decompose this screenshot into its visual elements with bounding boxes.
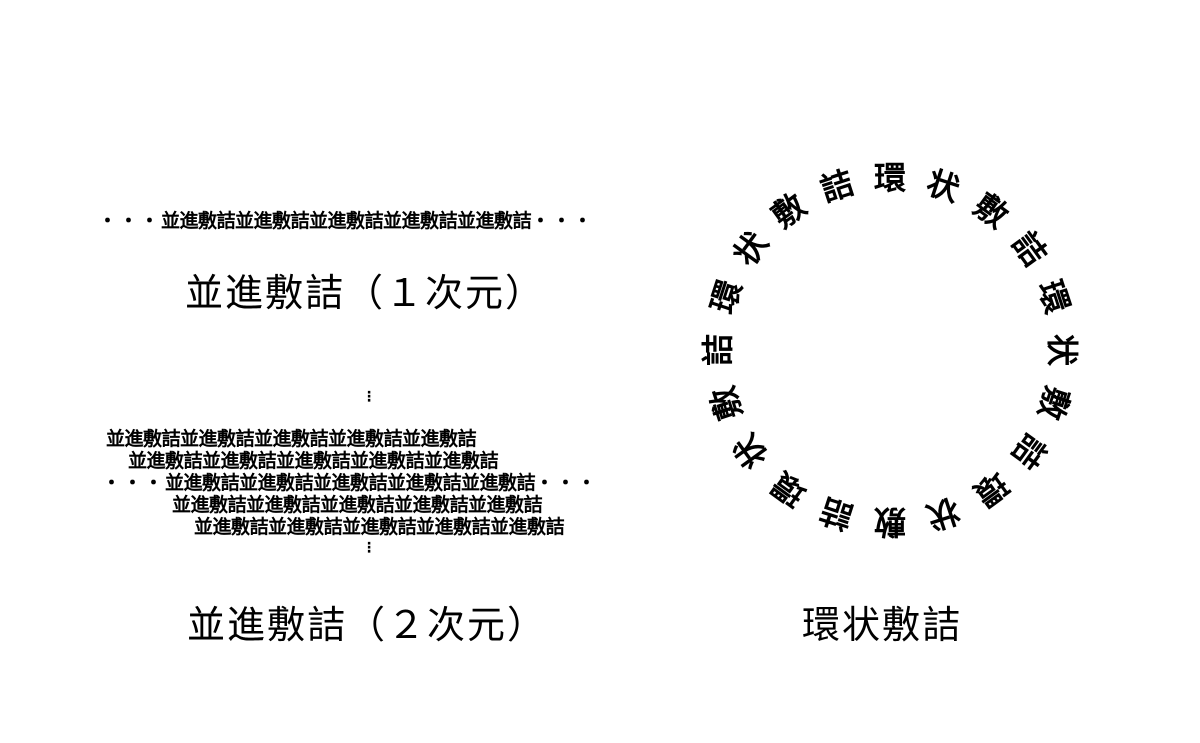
ring-character: 敷 bbox=[1031, 382, 1077, 424]
two-dimensional-tiling-row: 並進敷詰並進敷詰並進敷詰並進敷詰並進敷詰 bbox=[194, 512, 565, 539]
vertical-ellipsis-top: ⋮ bbox=[362, 389, 376, 405]
ring-character: 状 bbox=[726, 224, 776, 273]
ring-character: 環 bbox=[874, 159, 906, 197]
ring-character: 詰 bbox=[1004, 225, 1054, 273]
row-text: 並進敷詰並進敷詰並進敷詰並進敷詰並進敷詰 bbox=[106, 428, 477, 450]
tiling-sequence: 並進敷詰並進敷詰並進敷詰並進敷詰並進敷詰 bbox=[161, 210, 532, 232]
ring-character: 環 bbox=[703, 276, 749, 318]
row-text: 並進敷詰並進敷詰並進敷詰並進敷詰並進敷詰 bbox=[128, 450, 499, 472]
row-prefix: ・・・ bbox=[102, 472, 166, 494]
caption-one-dimensional: 並進敷詰（１次元） bbox=[185, 271, 546, 315]
ring-character: 状 bbox=[921, 491, 964, 537]
row-suffix: ・・・ bbox=[535, 472, 599, 494]
ring-character: 環 bbox=[765, 464, 813, 514]
ring-character: 詰 bbox=[816, 163, 858, 209]
ring-character: 敷 bbox=[967, 186, 1015, 236]
ring-character: 環 bbox=[967, 464, 1015, 514]
vertical-ellipsis-bottom: ⋮ bbox=[362, 540, 376, 556]
ellipsis-left: ・・・ bbox=[98, 210, 162, 232]
ellipsis-right: ・・・ bbox=[531, 210, 595, 232]
ring-character: 敷 bbox=[703, 382, 749, 424]
row-text: 並進敷詰並進敷詰並進敷詰並進敷詰並進敷詰 bbox=[172, 494, 543, 516]
two-dimensional-tiling-row: 並進敷詰並進敷詰並進敷詰並進敷詰並進敷詰 bbox=[106, 424, 477, 451]
ring-character: 状 bbox=[1043, 334, 1081, 367]
caption-ring: 環状敷詰 bbox=[802, 603, 963, 647]
ring-tiling: 環状敷詰環状敷詰環状敷詰環状敷詰環状敷詰 bbox=[699, 159, 1081, 541]
two-dimensional-tiling-row: 並進敷詰並進敷詰並進敷詰並進敷詰並進敷詰 bbox=[128, 446, 499, 473]
ring-character: 詰 bbox=[816, 491, 858, 537]
ring-character: 環 bbox=[1031, 276, 1077, 318]
one-dimensional-tiling-row: ・・・並進敷詰並進敷詰並進敷詰並進敷詰並進敷詰・・・ bbox=[98, 206, 594, 233]
ring-character: 状 bbox=[725, 426, 775, 475]
row-text: 並進敷詰並進敷詰並進敷詰並進敷詰並進敷詰 bbox=[194, 516, 565, 538]
ring-character: 詰 bbox=[699, 334, 737, 366]
ring-character: 敷 bbox=[765, 186, 813, 236]
ring-character: 敷 bbox=[874, 503, 906, 541]
caption-two-dimensional: 並進敷詰（２次元） bbox=[187, 603, 548, 647]
row-text: 並進敷詰並進敷詰並進敷詰並進敷詰並進敷詰 bbox=[165, 472, 536, 494]
ring-character: 詰 bbox=[1004, 427, 1054, 475]
two-dimensional-tiling-row: 並進敷詰並進敷詰並進敷詰並進敷詰並進敷詰 bbox=[172, 490, 543, 517]
two-dimensional-tiling-row: ・・・並進敷詰並進敷詰並進敷詰並進敷詰並進敷詰・・・ bbox=[102, 468, 598, 495]
ring-character: 状 bbox=[922, 163, 965, 209]
